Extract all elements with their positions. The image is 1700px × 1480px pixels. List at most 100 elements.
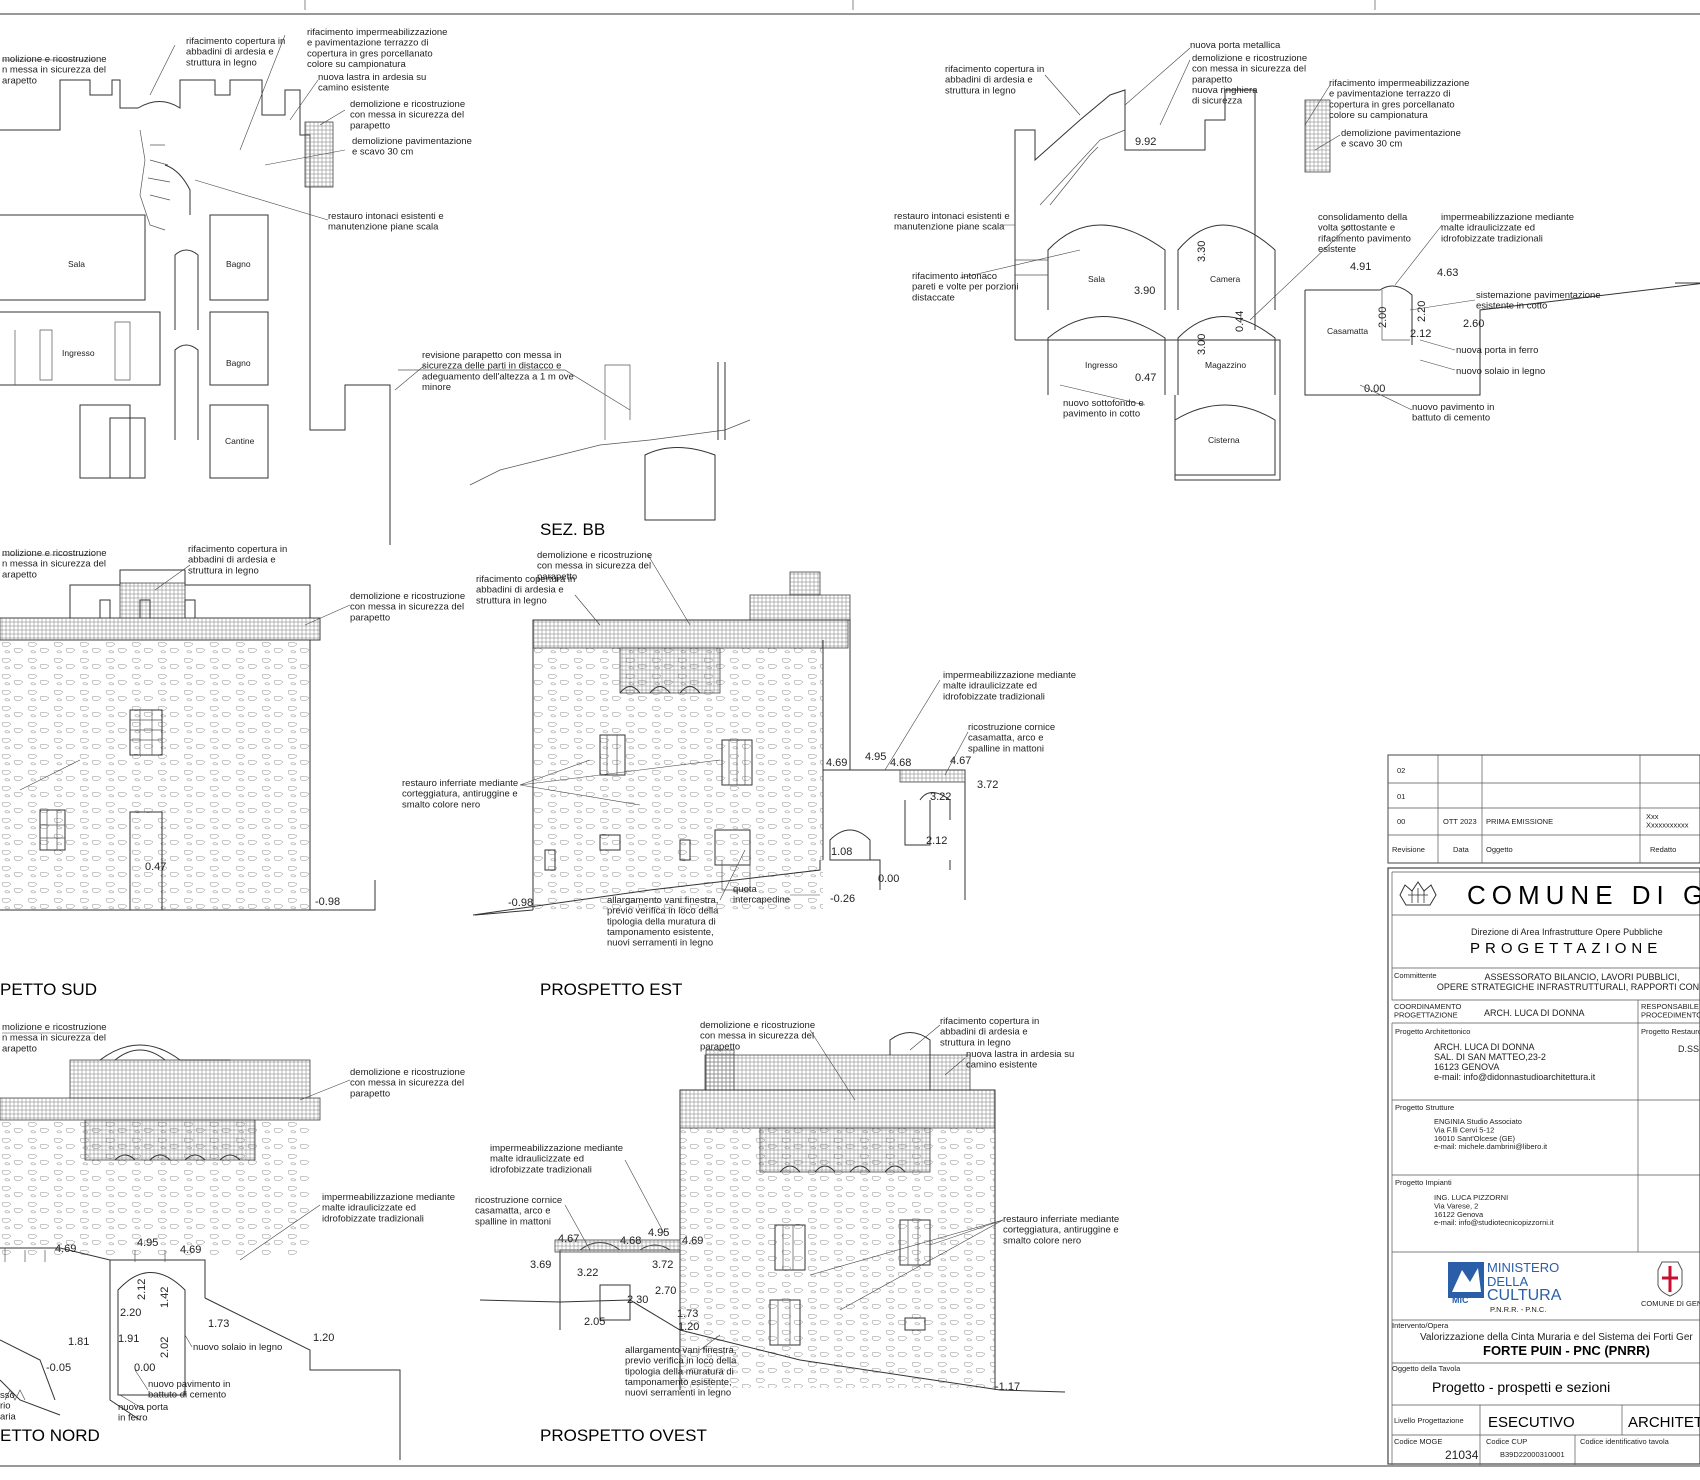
est-dim-m0-26: -0.26	[830, 893, 855, 905]
committente-label: Committente	[1394, 971, 1437, 980]
ovest-dim-4-67: 4.67	[558, 1233, 579, 1245]
codice-ident-label: Codice identificativo tavola	[1580, 1437, 1670, 1446]
ovest-dim-4-68: 4.68	[620, 1235, 641, 1247]
nord-dim-0-00: 0.00	[134, 1362, 155, 1374]
leader-lines-est	[519, 554, 969, 901]
nord-dim-1-20: 1.20	[313, 1332, 334, 1344]
bb-dim-0-00: 0.00	[1364, 383, 1385, 395]
comune-di-gen-label: COMUNE DI GEN	[1641, 1299, 1700, 1308]
livello-text: ESECUTIVO	[1488, 1414, 1575, 1431]
coordinamento-text: ARCH. LUCA DI DONNA	[1484, 1008, 1585, 1018]
nord-loggia	[84, 1119, 256, 1161]
bb-annotation-11: nuova porta in ferro	[1456, 345, 1538, 356]
title-prospetto-sud: PETTO SUD	[0, 980, 97, 999]
ministero-cultura-logo	[1448, 1262, 1484, 1298]
pnrr-label: P.N.R.R. - P.N.C.	[1490, 1305, 1546, 1314]
leader-lines-sud	[2, 554, 351, 791]
leader-lines-nord	[2, 1032, 351, 1411]
intervento-label: Intervento/Opera	[1392, 1321, 1449, 1330]
rev-row-02: 02	[1397, 766, 1405, 775]
bb-dim-3-00: 3.00	[1196, 334, 1208, 355]
chimney-hatch	[304, 121, 334, 188]
elevation-sud	[0, 569, 376, 911]
ovest-chimney	[705, 1049, 735, 1091]
leader-lines-aa	[2, 34, 426, 391]
title-prospetto-est: PROSPETTO EST	[540, 980, 682, 999]
oggetto-label: Oggetto della Tavola	[1392, 1364, 1461, 1373]
codice-cup-text: B39D22000310001	[1500, 1450, 1565, 1459]
est-dim-3-22: 3.22	[930, 791, 951, 803]
elevation-nord	[0, 1044, 401, 1460]
room-label-bagno: Bagno	[226, 259, 251, 269]
est-roof-hatch	[749, 594, 851, 621]
est-chimney	[789, 571, 821, 596]
impianti-label: Progetto Impianti	[1395, 1178, 1452, 1187]
sud-dim-m0-98: -0.98	[315, 896, 340, 908]
nord-dim-4-69: 4.69	[180, 1244, 201, 1256]
nord-dim-2-20: 2.20	[120, 1307, 141, 1319]
ovest-cornice	[679, 1089, 996, 1129]
comune-genova-crest-icon	[1657, 1261, 1683, 1297]
bb-dim-2-12: 2.12	[1410, 328, 1431, 340]
bb-dim-4-63: 4.63	[1437, 267, 1458, 279]
bb-room-camera: Camera	[1210, 274, 1241, 284]
bb-dim-2-00: 2.00	[1377, 307, 1389, 328]
codice-moge-label: Codice MOGE	[1394, 1437, 1442, 1446]
rev-row-00-date: OTT 2023	[1443, 817, 1477, 826]
codice-moge-text: 21034	[1445, 1448, 1479, 1462]
nord-dim-2-02: 2.02	[159, 1337, 171, 1358]
ovest-dim-1-73: 1.73	[677, 1308, 698, 1320]
bb-dim-3-90: 3.90	[1134, 285, 1155, 297]
oggetto-text: Progetto - prospetti e sezioni	[1432, 1379, 1610, 1395]
room-label-ingresso: Ingresso	[62, 348, 95, 358]
ovest-annotation-7: allargamento vani finestra,previo verifi…	[625, 1345, 737, 1399]
sud-cornice	[0, 617, 321, 641]
title-prospetto-nord: ETTO NORD	[0, 1426, 100, 1445]
bb-annotation-2: nuova porta metallica	[1190, 40, 1281, 51]
rev-row-00: 00	[1397, 817, 1405, 826]
progettazione-text: PROGETTAZIONE	[1470, 940, 1662, 957]
nord-dim-2-12: 2.12	[136, 1279, 148, 1300]
sud-roof-hatch	[119, 582, 186, 619]
intervento-text: Valorizzazione della Cinta Muraria e del…	[1420, 1332, 1693, 1343]
section-bb	[1014, 89, 1700, 481]
nord-dim-4-95: 4.95	[137, 1237, 158, 1249]
codice-cup-label: Codice CUP	[1486, 1437, 1527, 1446]
bb-dim-0-44: 0.44	[1234, 311, 1246, 332]
leader-lines-bb	[959, 47, 1476, 411]
est-dim-2-12: 2.12	[926, 835, 947, 847]
architet-text: ARCHITET	[1628, 1414, 1700, 1431]
title-block	[1387, 754, 1700, 1465]
bb-dim-0-47: 0.47	[1135, 372, 1156, 384]
ovest-dim-1-20: 1.20	[678, 1321, 699, 1333]
nord-cornice	[0, 1097, 321, 1121]
mic-label: MiC	[1452, 1295, 1469, 1305]
nord-roof-hatch	[69, 1059, 311, 1099]
est-annotation-6: allargamento vani finestra,previo verifi…	[607, 895, 719, 949]
nord-dim-1-91: 1.91	[118, 1333, 139, 1345]
nord-annotation-4: nuovo solaio in legno	[193, 1342, 282, 1353]
room-label-bagno-2: Bagno	[226, 358, 251, 368]
